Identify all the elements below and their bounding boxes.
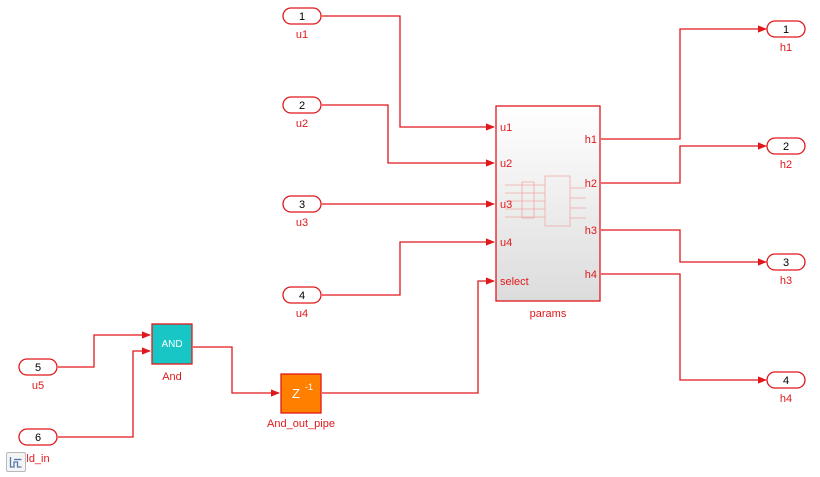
and-block-name: And	[162, 371, 182, 383]
inport-u3[interactable]: 3 u3	[282, 195, 322, 229]
signal-select[interactable]	[322, 277, 495, 394]
subsystem-contents-icon	[505, 175, 586, 227]
inport-label: u1	[296, 29, 308, 41]
inport-label: u2	[296, 118, 308, 130]
inport-u1[interactable]: 1 u1	[282, 7, 322, 41]
delay-symbol: Z	[292, 386, 300, 401]
subsystem-input-u1: u1	[500, 122, 512, 134]
signal-u1[interactable]	[322, 15, 495, 131]
inport-u4[interactable]: 4 u4	[282, 286, 322, 320]
signal-ld-in[interactable]	[58, 347, 151, 438]
signal-hierarchy-icon	[9, 457, 22, 468]
signal-u5[interactable]	[58, 331, 151, 368]
outport-number: 1	[783, 24, 789, 36]
inport-number: 2	[299, 100, 305, 112]
signal-u4[interactable]	[322, 238, 495, 296]
outport-number: 3	[783, 257, 789, 269]
hide-show-icon[interactable]	[6, 452, 26, 472]
signal-h4[interactable]	[601, 273, 767, 384]
subsystem-output-h2: h2	[585, 178, 597, 190]
subsystem-name: params	[530, 308, 567, 320]
inport-u2[interactable]: 2 u2	[282, 96, 322, 130]
inport-ld-in[interactable]: 6 ld_in	[18, 428, 58, 465]
signal-h2[interactable]	[601, 142, 767, 184]
outport-label: h3	[780, 275, 792, 287]
outport-h4[interactable]: 4 h4	[766, 371, 806, 405]
subsystem-params[interactable]: u1 u2 u3 u4 select h1 h2 h3 h4 params	[495, 105, 601, 320]
inport-label: u5	[32, 380, 44, 392]
signal-h3[interactable]	[601, 229, 767, 266]
outport-label: h4	[780, 393, 792, 405]
inport-label: ld_in	[26, 453, 49, 465]
outport-label: h1	[780, 42, 792, 54]
inport-u5[interactable]: 5 u5	[18, 358, 58, 392]
outport-number: 2	[783, 141, 789, 153]
subsystem-input-u4: u4	[500, 237, 512, 249]
subsystem-input-select: select	[500, 276, 529, 288]
inport-number: 3	[299, 199, 305, 211]
signal-and-out[interactable]	[193, 346, 280, 397]
inport-number: 4	[299, 290, 305, 302]
subsystem-output-h1: h1	[585, 134, 597, 146]
inport-number: 5	[35, 362, 41, 374]
delay-exponent: -1	[305, 382, 313, 392]
signal-h1[interactable]	[601, 25, 767, 140]
subsystem-output-h3: h3	[585, 225, 597, 237]
outport-number: 4	[783, 375, 789, 387]
inport-label: u4	[296, 308, 308, 320]
delay-block[interactable]: Z -1 And_out_pipe	[267, 373, 335, 430]
and-operator-label: AND	[161, 339, 182, 350]
inport-label: u3	[296, 217, 308, 229]
outport-h2[interactable]: 2 h2	[766, 137, 806, 171]
and-block[interactable]: AND And	[151, 323, 193, 383]
inport-number: 1	[299, 11, 305, 23]
signal-u2[interactable]	[322, 104, 495, 167]
subsystem-input-u2: u2	[500, 158, 512, 170]
subsystem-input-u3: u3	[500, 199, 512, 211]
inport-number: 6	[35, 432, 41, 444]
delay-block-name: And_out_pipe	[267, 418, 335, 430]
outport-label: h2	[780, 159, 792, 171]
subsystem-output-h4: h4	[585, 269, 597, 281]
outport-h3[interactable]: 3 h3	[766, 253, 806, 287]
outport-h1[interactable]: 1 h1	[766, 20, 806, 54]
